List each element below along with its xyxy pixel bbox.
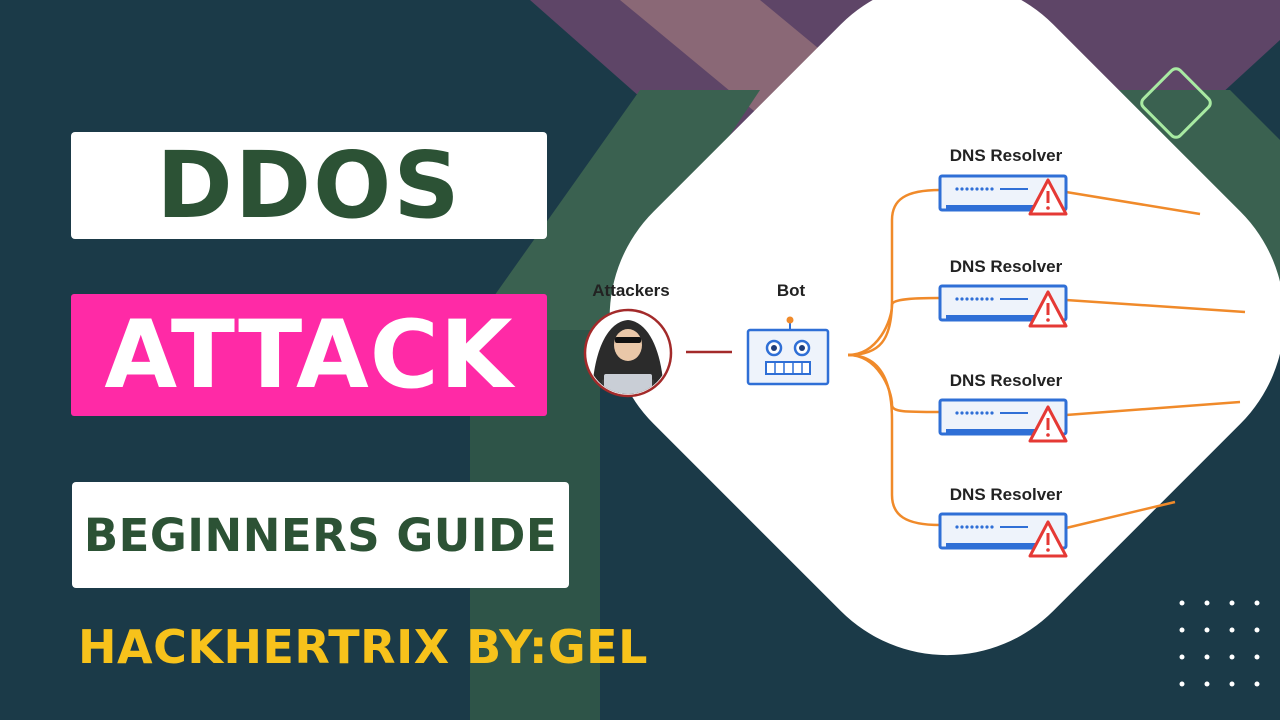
bot-resolver-connectors (847, 188, 941, 527)
green-band-left (470, 90, 760, 330)
dns-resolver-label: DNS Resolver (950, 146, 1063, 165)
warning-icon (1028, 290, 1068, 328)
hacker-icon (583, 308, 673, 398)
dns-resolver-label: DNS Resolver (950, 371, 1063, 390)
outline-diamond (1140, 67, 1212, 139)
dns-resolver-server (938, 398, 1068, 443)
warning-icon (1028, 178, 1068, 216)
title-guide-box: BEGINNERS GUIDE (72, 482, 569, 588)
title-guide: BEGINNERS GUIDE (83, 508, 558, 562)
dns-resolver-server (938, 512, 1068, 558)
dns-resolver-label: DNS Resolver (950, 485, 1063, 504)
title-attack-box: ATTACK (71, 294, 547, 416)
warning-icon (1028, 405, 1068, 443)
channel-credit: HACKHERTRIX BY:GEL (78, 620, 648, 674)
title-ddos: DDOS (156, 132, 462, 239)
robot-icon (746, 316, 830, 386)
dns-resolver-label: DNS Resolver (950, 257, 1063, 276)
dot-grid (1179, 600, 1260, 687)
dns-resolver-server (938, 174, 1068, 216)
title-attack: ATTACK (104, 300, 514, 410)
resolver-target-connectors (1065, 190, 1246, 530)
bot-label: Bot (777, 281, 806, 300)
title-ddos-box: DDOS (71, 132, 547, 239)
warning-icon (1028, 520, 1068, 558)
attackers-label: Attackers (592, 281, 670, 300)
dns-resolver-server (938, 284, 1068, 328)
